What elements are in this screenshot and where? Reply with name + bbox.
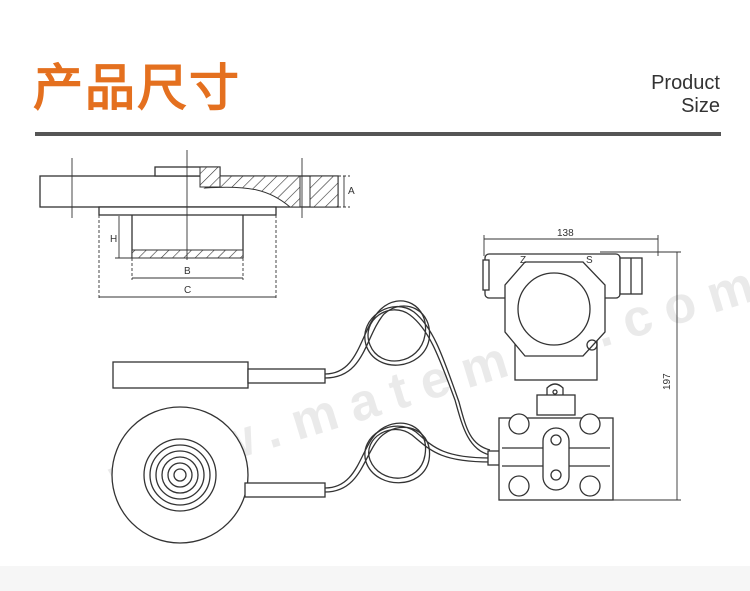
dim-label-c: C bbox=[184, 285, 191, 296]
subtitle-line-2: Size bbox=[681, 95, 720, 117]
height-dimension: 197 bbox=[662, 373, 673, 390]
page-title: 产品尺寸 bbox=[33, 59, 241, 117]
capillary-tubes bbox=[324, 300, 501, 493]
dim-label-h: H bbox=[110, 234, 117, 245]
terminal-label-z: Z bbox=[520, 255, 526, 266]
subtitle-line-1: Product bbox=[651, 72, 720, 94]
diaphragm-seal bbox=[111, 406, 326, 544]
dim-label-a: A bbox=[348, 186, 355, 197]
flange-drawing: A H B C bbox=[39, 150, 355, 300]
transmitter-drawing: Z S 138 197 bbox=[482, 228, 681, 501]
page-subtitle: Product Size bbox=[651, 72, 720, 118]
rod-seal bbox=[112, 361, 326, 389]
dim-label-b: B bbox=[184, 266, 191, 277]
width-dimension: 138 bbox=[557, 228, 574, 239]
footer-band bbox=[0, 566, 750, 591]
header-divider bbox=[35, 132, 721, 136]
terminal-label-s: S bbox=[586, 255, 593, 266]
